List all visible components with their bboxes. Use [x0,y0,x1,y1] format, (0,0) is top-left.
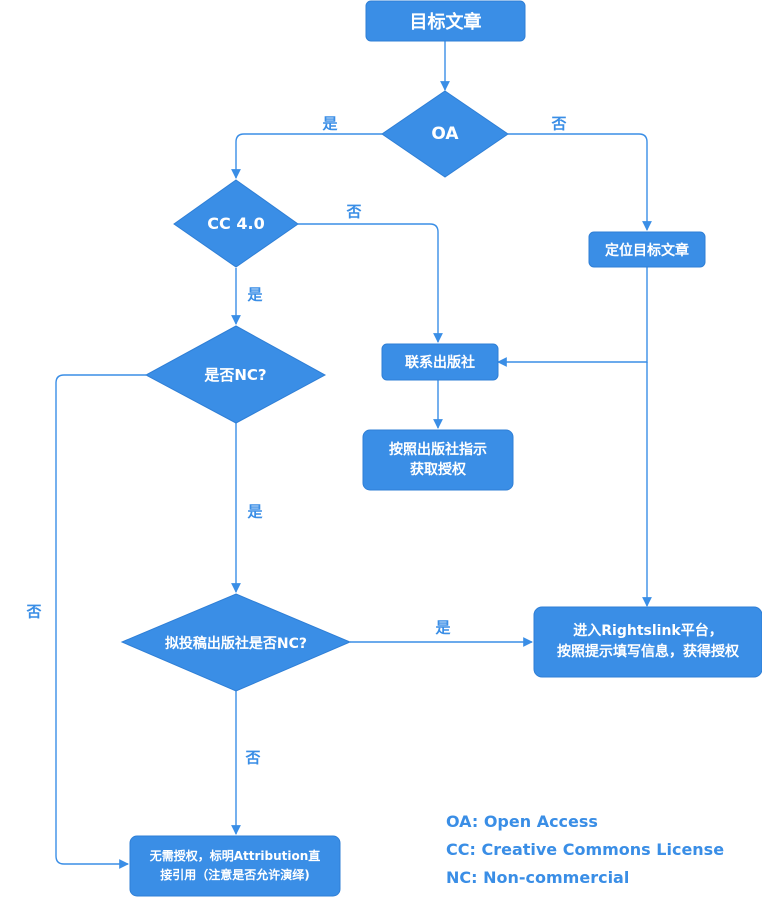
node-contact-publisher [381,343,499,381]
edge-label-oa-no: 否 [551,114,567,133]
node-locate-article [588,231,706,268]
legend-oa: OA: Open Access [446,812,598,831]
edge-label-cc-yes: 是 [247,285,263,304]
node-no-auth [129,835,341,897]
edge-oa-yes [231,133,382,179]
node-is-nc-decision [144,325,327,424]
edge-cc-no [298,223,443,343]
edge-label-pub-yes: 是 [435,618,451,637]
node-cc40-decision [173,179,299,268]
edge-label-pub-no: 否 [245,748,261,767]
node-target-publisher-nc-decision [120,593,352,692]
node-follow-publisher [362,429,514,491]
node-oa-decision [381,90,509,178]
edge-label-nc-yes: 是 [247,502,263,521]
edge-nc-no [55,374,146,869]
legend-cc: CC: Creative Commons License [446,840,725,859]
node-target-article [365,0,526,42]
edge-label-oa-yes: 是 [322,114,338,133]
edge-oa-no [508,133,652,231]
edge-label-nc-no: 否 [26,602,42,621]
node-rightslink [533,606,762,678]
legend-nc: NC: Non-commercial [446,868,630,887]
edge-locate-to-contact [497,267,648,367]
edge-label-cc-no: 否 [346,202,362,221]
